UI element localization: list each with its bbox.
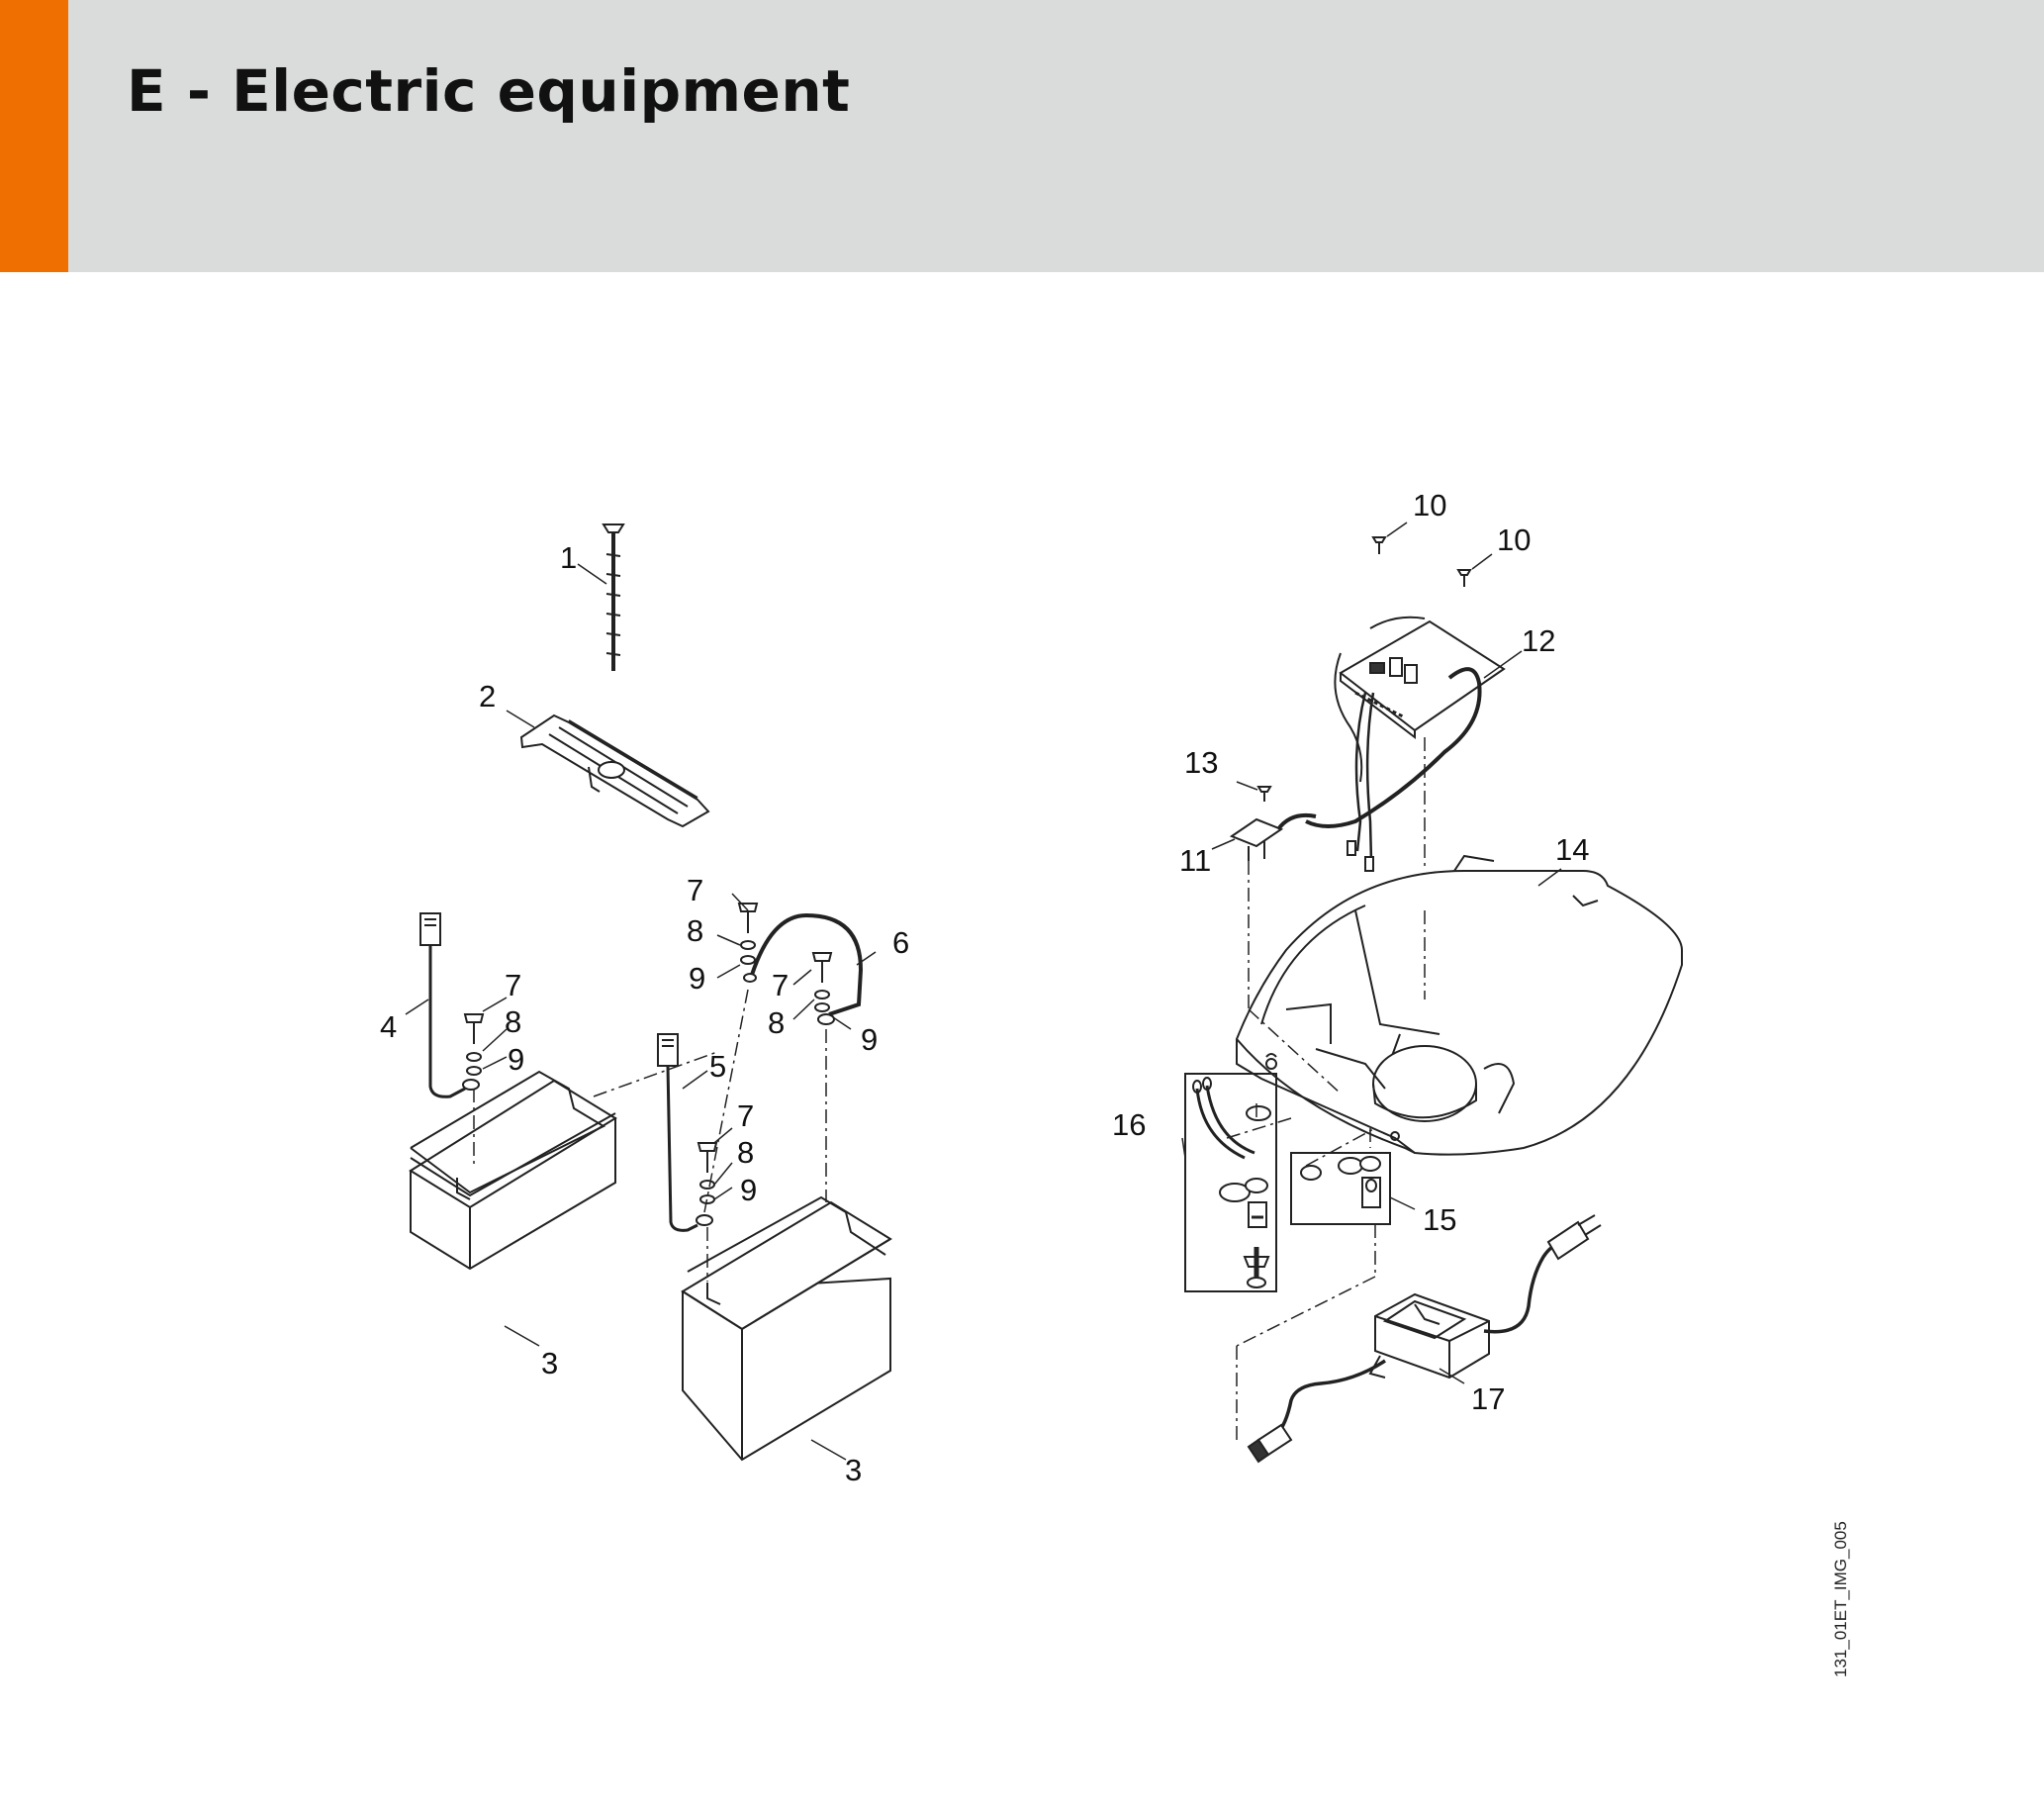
bridge-cable [743, 912, 864, 1025]
label-11: 11 [1179, 843, 1211, 878]
assembly-lines-right [1226, 737, 1426, 1445]
page-title: E - Electric equipment [127, 57, 851, 125]
label-4: 4 [380, 1009, 397, 1044]
label-7-b: 7 [687, 873, 703, 907]
page-header [0, 0, 2044, 272]
circuit-board [1305, 619, 1506, 872]
label-14: 14 [1555, 832, 1589, 867]
label-8-b: 8 [687, 913, 703, 948]
label-8-a: 8 [505, 1004, 521, 1039]
orange-accent-bar [0, 0, 68, 272]
screw-13 [1256, 786, 1272, 802]
battery-cable-4 [419, 912, 480, 1098]
label-10-b: 10 [1497, 523, 1531, 557]
label-3-right: 3 [845, 1453, 862, 1487]
screw-10-b [1456, 569, 1472, 587]
label-9-b: 9 [689, 961, 705, 996]
bolt-set-c [811, 952, 833, 1012]
battery-left [409, 1070, 617, 1271]
assembly-lines-left [473, 989, 827, 1282]
charging-socket-kit-16 [1184, 1073, 1277, 1292]
bolt-set-b [737, 903, 759, 965]
screw-10-a [1371, 536, 1387, 554]
label-6: 6 [892, 925, 909, 960]
label-3-left: 3 [541, 1346, 558, 1381]
battery-right [681, 1195, 892, 1462]
detail-outline [1334, 616, 1426, 783]
label-15: 15 [1423, 1202, 1456, 1237]
label-9-d: 9 [740, 1173, 757, 1207]
label-9-a: 9 [508, 1042, 524, 1077]
housing-shell [1235, 854, 1683, 1156]
label-9-c: 9 [861, 1022, 878, 1057]
socket-set-15 [1290, 1152, 1391, 1225]
power-supply-charger [1247, 1214, 1602, 1464]
battery-cable-5 [657, 1033, 713, 1232]
battery-holder-bracket [519, 714, 710, 828]
label-12: 12 [1522, 623, 1555, 658]
screw-part [602, 524, 625, 671]
label-8-d: 8 [737, 1135, 754, 1170]
label-17: 17 [1471, 1381, 1505, 1416]
leader-lines [405, 522, 1562, 1461]
sensor-bracket [1229, 812, 1317, 861]
label-7-a: 7 [505, 968, 521, 1002]
bolt-set-a [463, 1013, 485, 1076]
label-8-c: 8 [768, 1005, 785, 1040]
label-5: 5 [709, 1049, 726, 1084]
label-10-a: 10 [1413, 488, 1446, 523]
label-2: 2 [479, 679, 496, 714]
label-7-c: 7 [772, 968, 789, 1002]
label-13: 13 [1184, 745, 1218, 780]
label-16: 16 [1112, 1107, 1146, 1142]
label-7-d: 7 [737, 1098, 754, 1133]
label-1: 1 [560, 540, 577, 575]
reference-code: 131_01ET_IMG_005 [1831, 1521, 1850, 1677]
